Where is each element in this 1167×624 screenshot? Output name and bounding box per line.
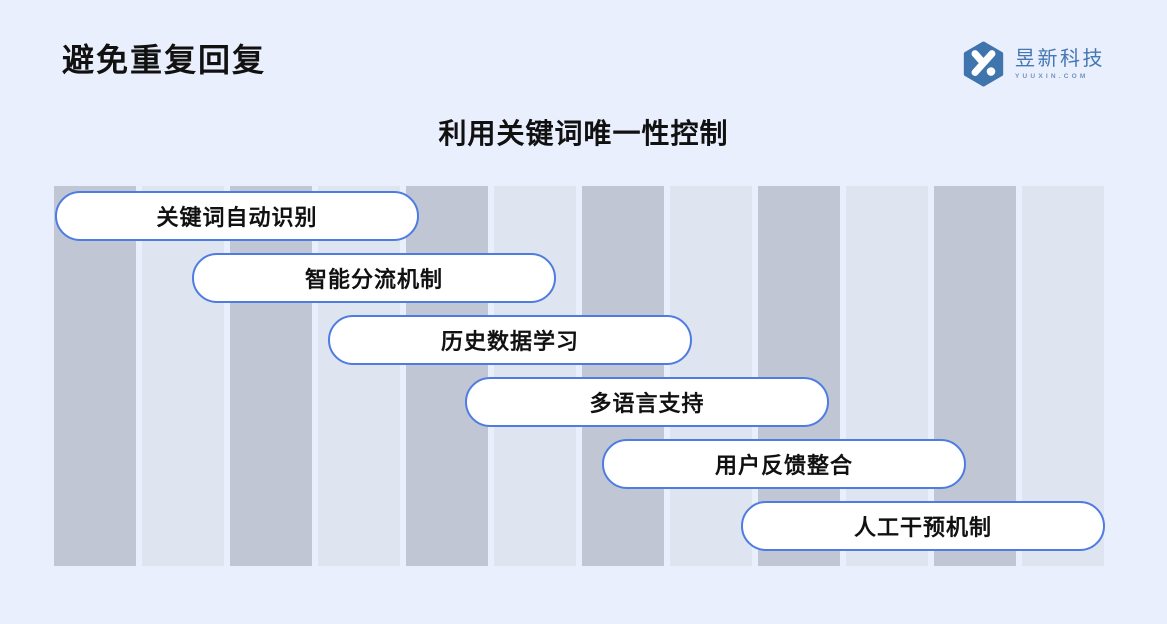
brand-logo-text: 昱新科技 YUUXIN.COM [1015, 47, 1105, 80]
stripe-column [318, 186, 400, 566]
stripe-column [494, 186, 576, 566]
feature-pill-keyword-recognition: 关键词自动识别 [55, 191, 419, 241]
brand-name: 昱新科技 [1015, 47, 1105, 70]
brand-domain: YUUXIN.COM [1015, 72, 1089, 80]
stripe-column [582, 186, 664, 566]
stripe-column [230, 186, 312, 566]
feature-pill-label: 智能分流机制 [304, 267, 443, 292]
hexagon-x-icon [961, 40, 1006, 88]
feature-pill-smart-routing: 智能分流机制 [192, 253, 556, 303]
slide-subtitle: 利用关键词唯一性控制 [438, 118, 729, 149]
feature-pill-label: 人工干预机制 [853, 515, 992, 540]
feature-pill-history-learning: 历史数据学习 [328, 315, 692, 365]
feature-pill-label: 历史数据学习 [440, 329, 579, 354]
stripe-column [406, 186, 488, 566]
stripe-column [54, 186, 136, 566]
stripe-column [670, 186, 752, 566]
stripe-background [54, 186, 1104, 566]
feature-pill-multilanguage: 多语言支持 [465, 377, 829, 427]
stripe-column [142, 186, 224, 566]
feature-pill-user-feedback: 用户反馈整合 [602, 439, 966, 489]
feature-pill-manual-intervention: 人工干预机制 [741, 501, 1105, 551]
brand-logo: 昱新科技 YUUXIN.COM [961, 40, 1105, 88]
page-title: 避免重复回复 [62, 42, 267, 78]
feature-pill-label: 多语言支持 [589, 391, 705, 416]
feature-pill-label: 用户反馈整合 [714, 453, 853, 478]
feature-pill-label: 关键词自动识别 [156, 205, 318, 230]
